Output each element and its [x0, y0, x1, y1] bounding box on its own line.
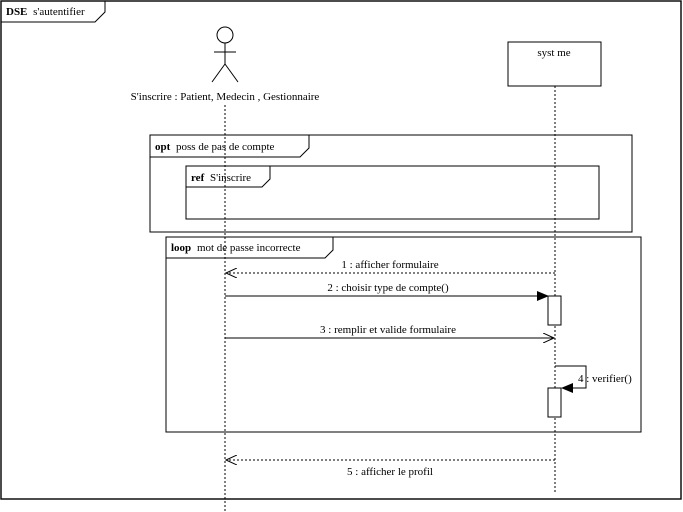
outer-frame-label: DSE s'autentifier [6, 6, 85, 18]
lifeline-system: syst me [507, 41, 602, 492]
frame-title: s'autentifier [33, 6, 85, 18]
opt-operator: opt [155, 141, 171, 153]
message-4-arrow [555, 365, 587, 393]
ref-target: S'inscrire [210, 172, 251, 184]
loop-frame-tab [166, 237, 334, 259]
message-4-label-bg [576, 371, 584, 385]
actor-label: S'inscrire : Patient, Medecin , Gestionn… [131, 91, 320, 103]
opt-guard: poss de pas de compte [176, 141, 274, 153]
message-3-label: 3 : remplir et valide formulaire [320, 324, 456, 336]
system-label: syst me [537, 47, 570, 59]
fragment-loop: loop mot de passe incorrecte [165, 236, 642, 433]
message-4-label: 4 : verifier() [578, 373, 632, 385]
message-2: 2 : choisir type de compte() [225, 282, 549, 301]
fragment-opt: opt poss de pas de compte [149, 134, 633, 233]
ref-label: ref S'inscrire [191, 172, 251, 184]
loop-guard: mot de passe incorrecte [197, 242, 301, 254]
system-object-box [507, 41, 602, 87]
activation-bar-1 [547, 295, 562, 326]
outer-frame-tab [1, 1, 106, 23]
opt-label: opt poss de pas de compte [155, 141, 275, 153]
opt-frame-tab [150, 135, 310, 158]
ref-frame-tab [186, 166, 271, 188]
fragment-ref[interactable]: ref S'inscrire [185, 165, 600, 220]
loop-frame-border [165, 236, 642, 433]
ref-frame-border [185, 165, 600, 220]
outer-frame-border [0, 0, 682, 500]
activation-bar-2 [547, 387, 562, 418]
message-1: 1 : afficher formulaire [226, 259, 555, 273]
message-2-label: 2 : choisir type de compte() [327, 282, 449, 294]
loop-operator: loop [171, 242, 191, 254]
opt-frame-border [149, 134, 633, 233]
loop-label: loop mot de passe incorrecte [171, 242, 301, 254]
message-5-label: 5 : afficher le profil [347, 466, 433, 478]
message-1-label: 1 : afficher formulaire [341, 259, 438, 271]
message-3: 3 : remplir et valide formulaire [225, 324, 554, 338]
message-4: 4 : verifier() [555, 365, 632, 393]
lifeline-actor: S'inscrire : Patient, Medecin , Gestionn… [131, 26, 320, 512]
message-5: 5 : afficher le profil [226, 460, 555, 478]
outer-frame: DSE s'autentifier [0, 0, 682, 500]
actor-icon [211, 26, 239, 83]
frame-keyword: DSE [6, 6, 27, 18]
ref-operator: ref [191, 172, 205, 184]
